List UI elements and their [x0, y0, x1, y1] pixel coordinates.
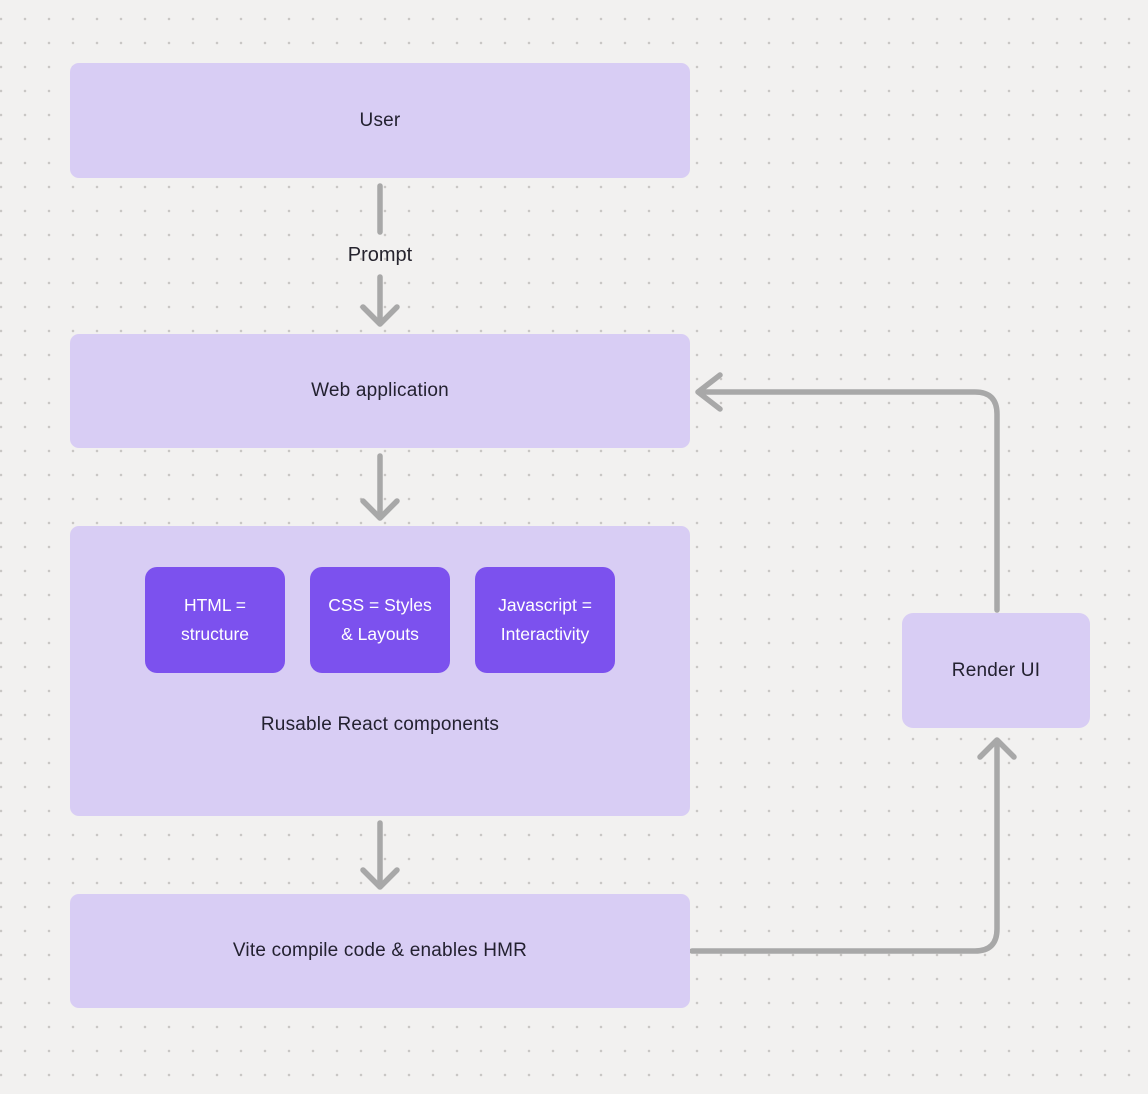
edge-renderui-webapp: [700, 389, 1000, 613]
components-group-caption: Rusable React components: [260, 714, 500, 735]
node-web-application[interactable]: Web application: [70, 334, 690, 448]
chip-javascript-label: Javascript = Interactivity: [498, 595, 592, 644]
node-render-ui-label: Render UI: [951, 659, 1041, 681]
node-user[interactable]: User: [70, 63, 690, 178]
chip-css-label: CSS = Styles & Layouts: [328, 595, 432, 644]
edge-label-prompt: Prompt: [347, 244, 413, 266]
chip-html-label: HTML = structure: [180, 595, 250, 644]
node-render-ui[interactable]: Render UI: [902, 613, 1090, 728]
node-vite[interactable]: Vite compile code & enables HMR: [70, 894, 690, 1008]
components-chip-row: HTML = structure CSS = Styles & Layouts …: [70, 567, 690, 673]
arrowhead-down-components: [360, 498, 400, 521]
node-vite-label: Vite compile code & enables HMR: [232, 940, 528, 961]
node-user-label: User: [359, 109, 401, 131]
arrowhead-up-renderui: [977, 737, 1017, 760]
arrowhead-down-vite: [360, 867, 400, 890]
chip-html[interactable]: HTML = structure: [145, 567, 285, 673]
chip-javascript[interactable]: Javascript = Interactivity: [475, 567, 615, 673]
chip-css[interactable]: CSS = Styles & Layouts: [310, 567, 450, 673]
edge-vite-renderui: [689, 738, 1000, 954]
node-web-application-label: Web application: [311, 380, 449, 401]
arrowhead-down-webapp: [360, 304, 400, 327]
node-components-group[interactable]: HTML = structure CSS = Styles & Layouts …: [70, 526, 690, 816]
arrowhead-left-webapp: [695, 372, 723, 412]
